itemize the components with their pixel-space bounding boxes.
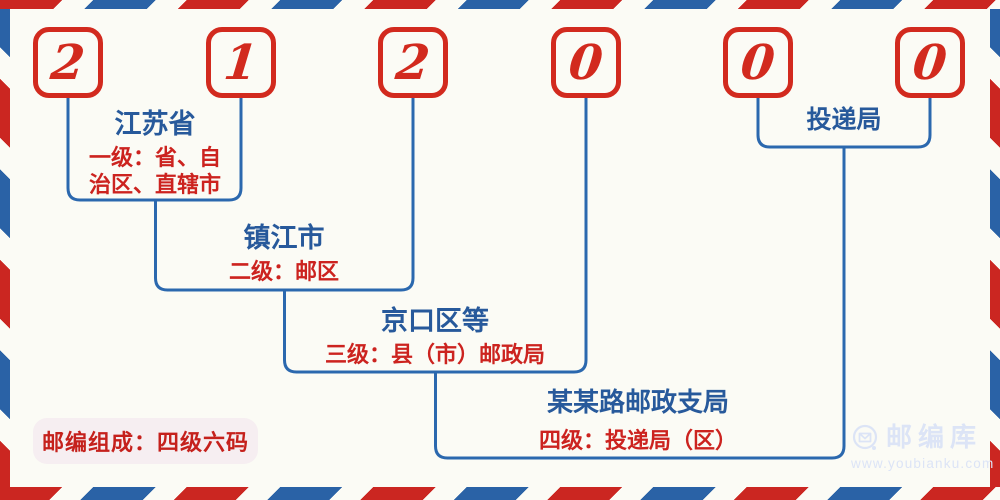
digit-box-2: 1 <box>206 27 276 98</box>
digit-box-3: 2 <box>378 27 448 98</box>
digit-4: 0 <box>566 34 606 91</box>
digit-box-4: 0 <box>551 27 621 98</box>
bracket-branch <box>434 147 846 460</box>
digit-1: 2 <box>48 34 88 91</box>
county-desc: 三级：县（市）邮政局 <box>324 341 546 367</box>
city-desc: 二级：邮区 <box>228 258 340 284</box>
composition-badge-label: 邮编组成：四级六码 <box>41 430 249 455</box>
digit-6: 0 <box>910 34 950 91</box>
county-title: 京口区等 <box>380 306 489 336</box>
site-url: www.youbianku.com <box>851 456 995 471</box>
site-name: 邮编库 <box>886 423 983 452</box>
annotation-delivery: 投递局 <box>806 107 881 135</box>
composition-badge: 邮编组成：四级六码 <box>33 418 258 464</box>
site-watermark: 邮编库 www.youbianku.com <box>851 423 995 472</box>
airmail-border-top <box>0 0 1000 9</box>
delivery-title: 投递局 <box>806 107 882 134</box>
envelope-circle-icon <box>852 424 878 450</box>
digit-5: 0 <box>738 34 778 91</box>
digit-box-6: 0 <box>895 27 965 98</box>
airmail-border-bottom <box>0 487 1000 500</box>
annotation-city: 镇江市 二级：邮区 <box>228 223 340 285</box>
annotation-county: 京口区等 三级：县（市）邮政局 <box>324 306 546 368</box>
city-title: 镇江市 <box>243 223 325 253</box>
digit-3: 2 <box>393 34 433 91</box>
branch-desc: 四级：投递局（区） <box>538 427 738 453</box>
bracket-delivery <box>756 98 932 149</box>
digit-box-1: 2 <box>33 27 103 98</box>
branch-title: 某某路邮政支局 <box>546 388 730 417</box>
annotation-province: 江苏省 一级：省、自治区、直辖市 <box>80 109 230 199</box>
airmail-border-right <box>990 0 1000 500</box>
digit-2: 1 <box>221 34 261 91</box>
airmail-border-left <box>0 0 10 500</box>
annotation-branch: 某某路邮政支局 四级：投递局（区） <box>538 388 738 454</box>
digit-box-5: 0 <box>723 27 793 98</box>
province-desc: 一级：省、自治区、直辖市 <box>88 144 221 198</box>
province-title: 江苏省 <box>114 109 196 139</box>
